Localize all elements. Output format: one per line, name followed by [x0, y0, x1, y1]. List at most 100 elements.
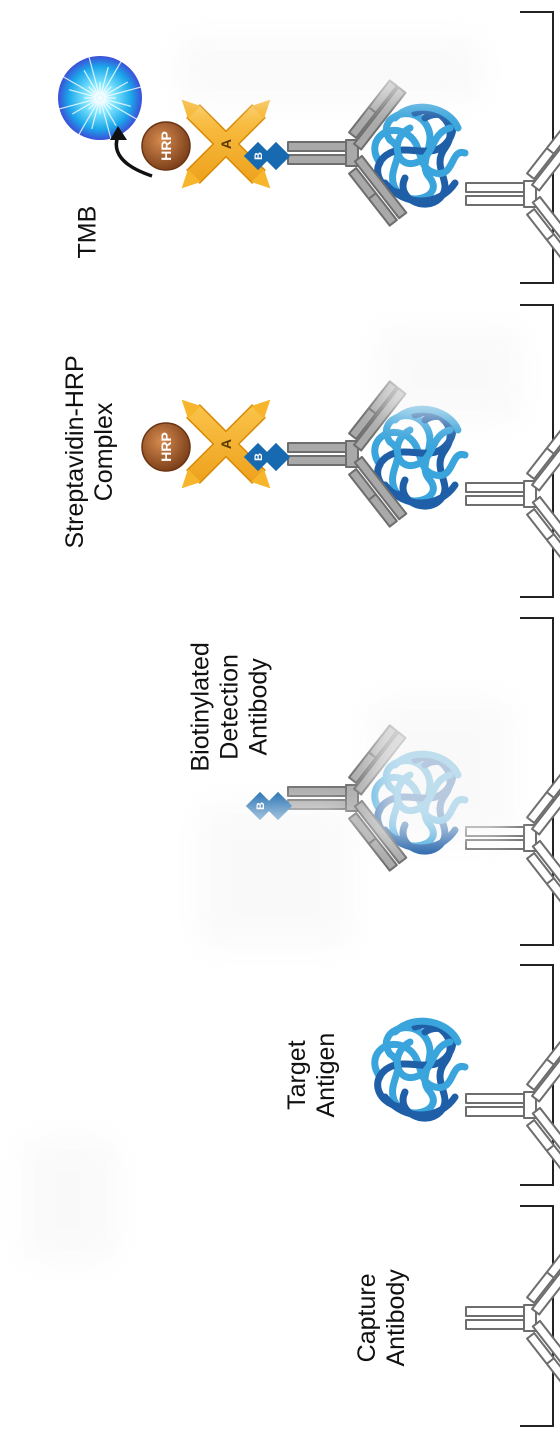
- signal-ray: [88, 86, 98, 96]
- antibody-stem: [465, 1106, 529, 1117]
- signal-ray: [100, 101, 114, 145]
- label-line: Biotinylated: [186, 642, 215, 772]
- chain-divider: [368, 407, 377, 415]
- antibody-stem: [465, 482, 529, 493]
- chain-divider: [546, 877, 555, 885]
- signal-ray: [100, 66, 109, 95]
- heavy-chain: [531, 771, 560, 836]
- signal-ray: [103, 84, 147, 98]
- antibody-arm: [526, 495, 560, 568]
- chain-divider: [368, 106, 377, 114]
- background-wash: [380, 330, 520, 420]
- label-line: Antibody: [382, 1269, 410, 1367]
- detection-antibody: [287, 79, 408, 227]
- antigen-ribbon: [371, 126, 469, 177]
- antibody-stem: [287, 786, 351, 797]
- signal-ray: [71, 99, 97, 115]
- target-antigen: [371, 1017, 469, 1122]
- streptavidin-glyph: A: [218, 139, 234, 149]
- hrp-sphere: [141, 121, 191, 171]
- chain-divider: [546, 791, 555, 799]
- heavy-chain: [531, 495, 560, 561]
- label-line: Complex: [90, 402, 118, 502]
- signal-ray: [75, 101, 99, 140]
- signal-ray: [86, 51, 100, 95]
- antibody-stem: [287, 141, 351, 152]
- signal-ray: [53, 98, 97, 112]
- label-line: Streptavidin-HRP: [61, 355, 89, 549]
- streptavidin-complex: A: [181, 99, 271, 189]
- signal-ray: [103, 81, 129, 97]
- biotin-glyph: B: [253, 152, 265, 160]
- antibody-stem: [465, 1306, 529, 1317]
- hrp-glyph: HRP: [158, 131, 174, 161]
- streptavidin-glyph: A: [218, 439, 234, 449]
- antibody-hinge: [523, 1091, 537, 1119]
- antibody-hinge: [523, 480, 537, 508]
- signal-ray: [101, 101, 117, 127]
- label-line: Antigen: [312, 1032, 340, 1118]
- antibody-hinge: [523, 824, 537, 852]
- antibody-arm: [348, 455, 408, 528]
- signal-ray: [68, 89, 97, 98]
- streptavidin-cross: [186, 104, 266, 184]
- label-tmb: TMB: [74, 206, 103, 259]
- heavy-chain: [353, 455, 408, 521]
- antigen-ribbon: [381, 179, 459, 205]
- panel-bracket: [520, 1205, 554, 1427]
- chain-divider: [546, 233, 555, 241]
- antigen-ribbon: [371, 428, 469, 479]
- chain-divider: [368, 192, 377, 200]
- chain-divider: [546, 533, 555, 541]
- label-line: Target: [283, 1040, 311, 1110]
- antigen-ribbon: [393, 1038, 454, 1081]
- antibody-stem: [287, 154, 351, 165]
- chain-divider: [546, 1271, 555, 1279]
- signal-ray: [58, 73, 97, 97]
- antibody-stem: [287, 455, 351, 466]
- panel-bracket: [520, 617, 554, 946]
- antibody-arm: [348, 154, 408, 227]
- heavy-chain: [531, 195, 560, 261]
- antigen-ribbon: [371, 1040, 469, 1091]
- antibody-stem: [465, 839, 529, 850]
- antigen-ribbon: [393, 426, 454, 469]
- hrp-glyph: HRP: [158, 432, 174, 462]
- chain-divider: [546, 1058, 555, 1066]
- background-wash: [180, 40, 480, 100]
- heavy-chain: [531, 1106, 560, 1172]
- label-line: Detection: [215, 654, 244, 760]
- chain-divider: [546, 1144, 555, 1152]
- signal-ray: [103, 99, 142, 123]
- chain-divider: [368, 493, 377, 501]
- antibody-stem: [465, 495, 529, 506]
- antibody-arm: [526, 420, 560, 492]
- antibody-arm: [526, 195, 560, 268]
- heavy-chain: [531, 427, 560, 492]
- heavy-chain: [531, 1038, 560, 1103]
- antibody-arm: [526, 120, 560, 192]
- antibody-hinge: [345, 784, 359, 812]
- hrp-sphere: [141, 422, 191, 472]
- antigen-ribbon: [381, 481, 459, 507]
- signal-ray: [103, 98, 132, 107]
- antigen-ribbon: [391, 1017, 462, 1046]
- signal-glow: [58, 56, 142, 140]
- label-line: Antibody: [244, 658, 273, 756]
- chain-divider: [546, 1357, 555, 1365]
- hrp-enzyme: HRP: [141, 422, 191, 472]
- reaction-arrow: [114, 135, 153, 178]
- reaction-arrowhead: [110, 126, 127, 140]
- tmb-signal-burst: [53, 51, 147, 145]
- heavy-chain: [531, 1251, 560, 1316]
- capture-antibody: [465, 1244, 560, 1392]
- capture-antibody: [465, 1031, 560, 1179]
- heavy-chain: [531, 127, 560, 192]
- streptavidin-arrowhead: [181, 169, 201, 189]
- antibody-stem: [465, 1093, 529, 1104]
